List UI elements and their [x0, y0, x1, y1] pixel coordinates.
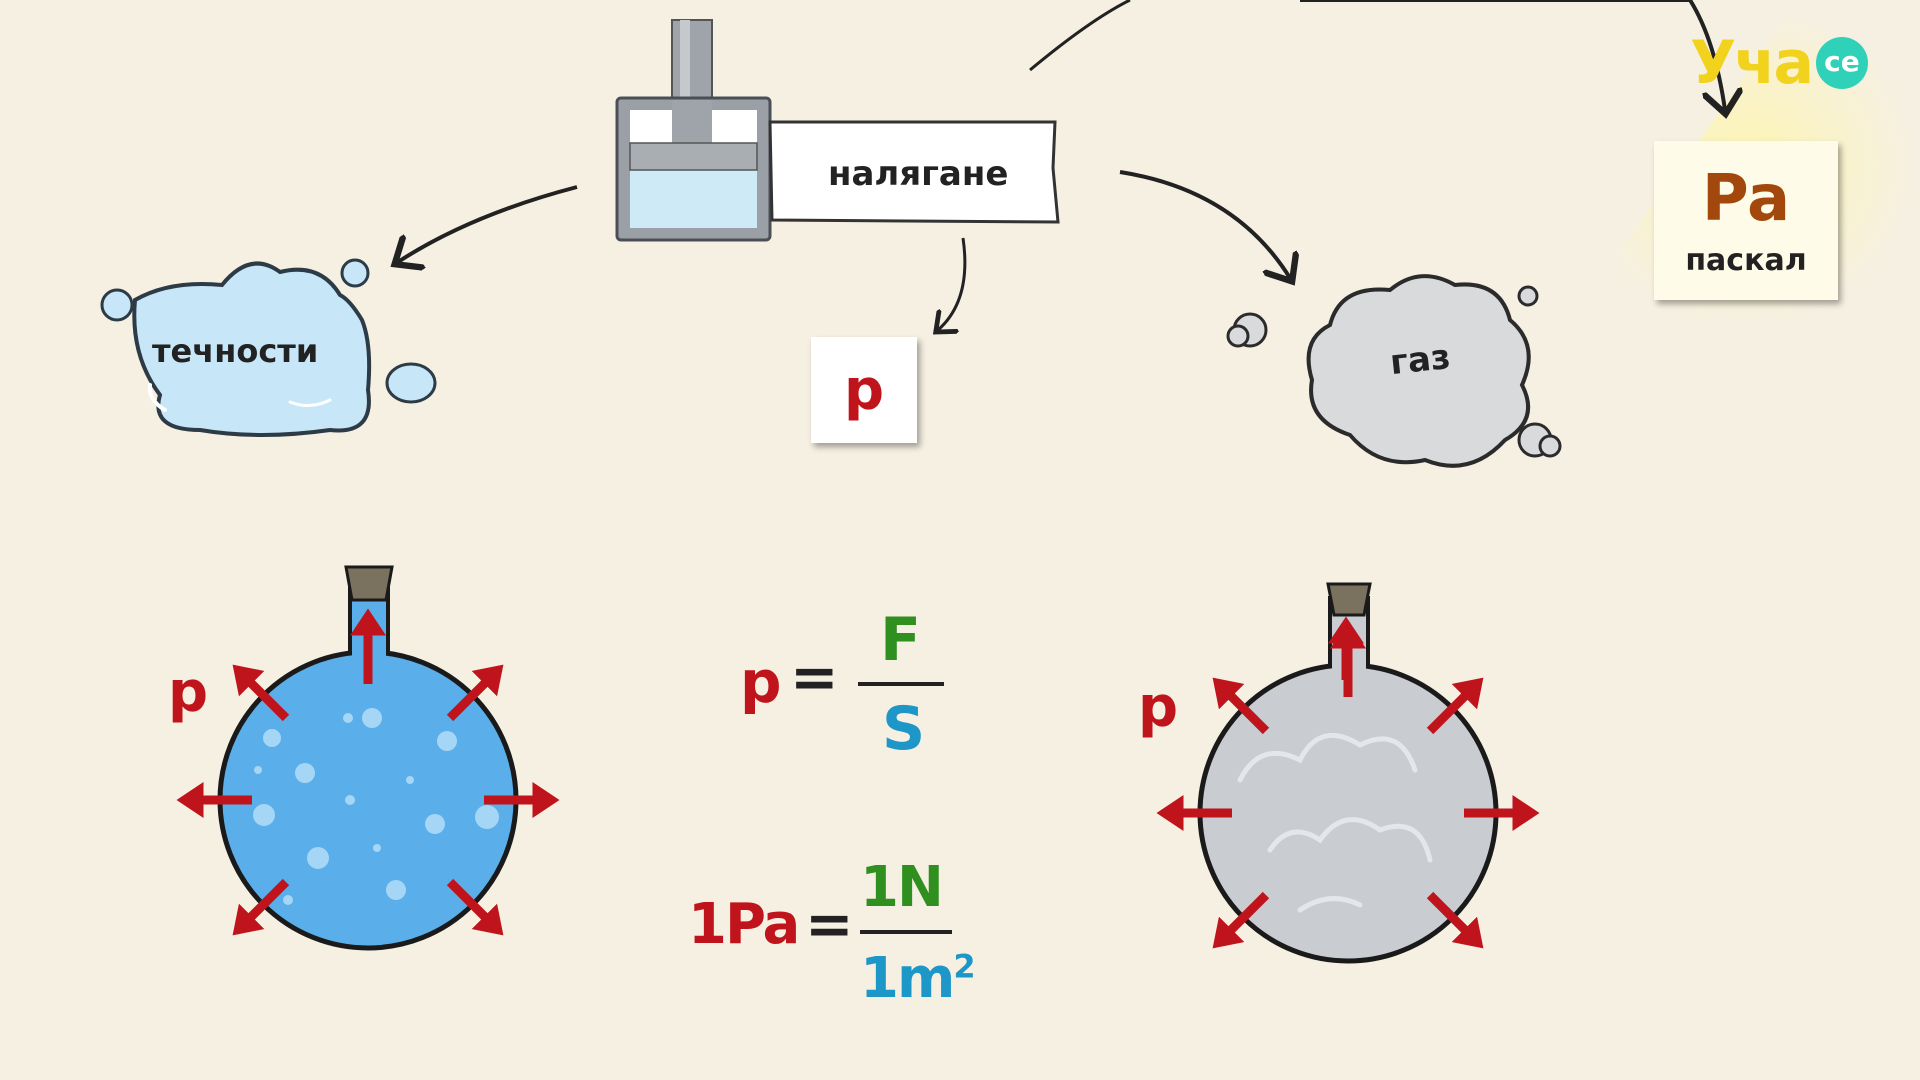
gas-pressure-arrow-5 — [1212, 891, 1270, 949]
gas-pressure-arrow-3 — [1212, 677, 1270, 735]
formula2-denominator: 1m2 — [860, 946, 976, 1011]
arrow-to-liquids — [398, 185, 578, 262]
pascal-name: паскал — [1685, 243, 1807, 278]
logo-badge: се — [1815, 37, 1868, 89]
gas-label: газ — [1388, 336, 1453, 384]
connector-line-top — [1029, 0, 1131, 72]
formula2-denominator-base: 1m — [860, 946, 955, 1011]
liquid-flask-pressure-label: p — [168, 660, 209, 725]
logo-text: Уча — [1690, 28, 1814, 98]
gas-cloud-icon — [1226, 274, 1562, 468]
gas-flask-pressure-label: p — [1138, 675, 1179, 740]
formula1-equals: = — [790, 643, 839, 711]
liquid-pressure-arrow-1 — [446, 664, 504, 722]
pressure-symbol-card: p — [811, 337, 917, 443]
liquid-pressure-arrow-3 — [232, 664, 290, 722]
piston-cylinder-icon — [615, 19, 772, 242]
pascal-unit-card: Pa паскал — [1654, 141, 1838, 300]
pressure-banner — [768, 120, 1060, 224]
liquids-label: течности — [152, 332, 319, 370]
arrow-to-p — [938, 237, 967, 330]
pressure-symbol: p — [843, 357, 885, 423]
formula2-left: 1Pa — [688, 892, 800, 957]
liquid-puddle-icon — [100, 258, 437, 437]
gas-pressure-arrow-7 — [1426, 891, 1484, 949]
pascal-symbol: Pa — [1701, 162, 1791, 236]
liquid-pressure-arrow-5 — [232, 878, 290, 936]
formula1-denominator: S — [882, 694, 926, 764]
formula1-numerator: F — [880, 605, 921, 675]
connector-line-top-right — [1300, 0, 1725, 110]
brand-logo[interactable]: Уча се — [1690, 28, 1868, 98]
formula1-left: p — [740, 648, 782, 716]
arrow-to-gas — [1119, 170, 1290, 278]
formula2-numerator: 1N — [860, 855, 944, 920]
pressure-label: налягане — [828, 154, 1009, 194]
gas-pressure-arrow-1 — [1426, 677, 1484, 735]
liquid-pressure-arrow-7 — [446, 878, 504, 936]
formula2-denominator-exponent: 2 — [953, 947, 975, 986]
formula2-equals: = — [805, 890, 854, 958]
